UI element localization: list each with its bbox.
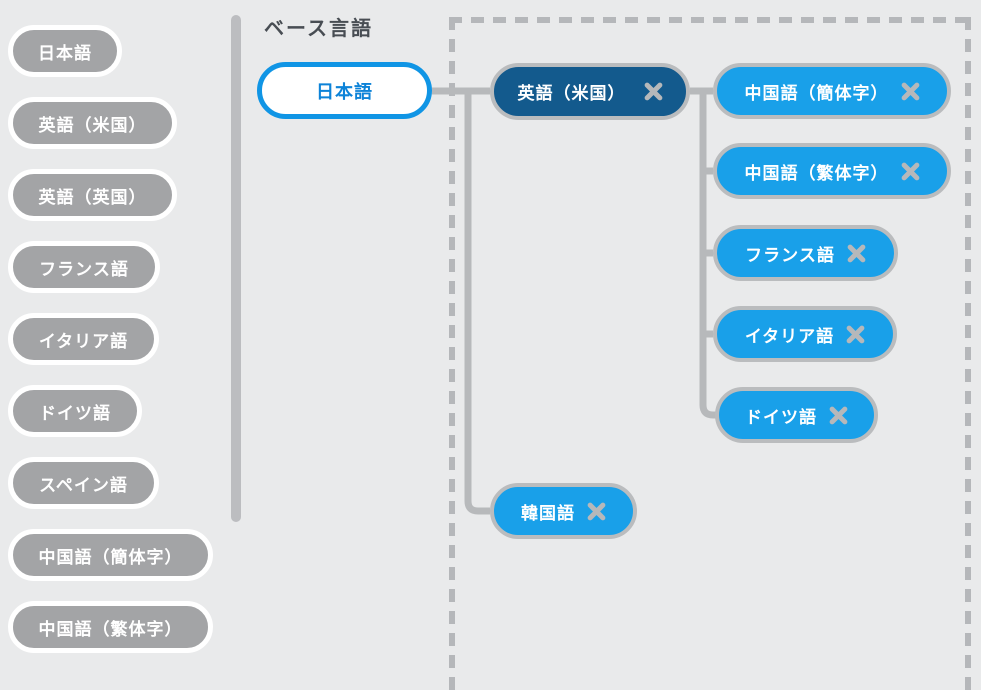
palette-item-label: スペイン語 — [39, 475, 128, 495]
tree-node-label: 英語（米国） — [517, 84, 626, 103]
palette-item-label: 中国語（簡体字） — [38, 547, 183, 567]
palette-item-english-uk[interactable]: 英語（英国） — [8, 169, 177, 221]
palette-item-label: ドイツ語 — [39, 403, 111, 423]
remove-icon[interactable] — [587, 502, 606, 521]
remove-icon[interactable] — [847, 244, 866, 263]
remove-icon[interactable] — [644, 82, 663, 101]
palette-item-label: 英語（米国） — [38, 115, 147, 135]
palette-item-spanish[interactable]: スペイン語 — [8, 457, 159, 509]
palette-item-label: 英語（英国） — [38, 187, 147, 207]
remove-icon[interactable] — [901, 162, 920, 181]
tree-node-english-us[interactable]: 英語（米国） — [490, 63, 690, 120]
tree-node-label: 韓国語 — [521, 503, 575, 523]
base-language-heading: ベース言語 — [264, 18, 373, 40]
palette-item-chinese-simplified[interactable]: 中国語（簡体字） — [8, 529, 213, 581]
palette-item-japanese[interactable]: 日本語 — [8, 25, 122, 77]
remove-icon[interactable] — [846, 325, 865, 344]
palette-item-english-us[interactable]: 英語（米国） — [8, 97, 177, 149]
tree-node-korean[interactable]: 韓国語 — [490, 483, 637, 539]
palette-item-label: イタリア語 — [38, 331, 129, 351]
dropzone-border-left — [449, 17, 455, 690]
dropzone-border-right — [965, 17, 971, 690]
palette-item-label: 中国語（繁体字） — [38, 619, 183, 639]
palette-item-french[interactable]: フランス語 — [8, 241, 160, 293]
connector-english-to-german-trunk — [699, 91, 716, 419]
palette-item-label: フランス語 — [39, 259, 129, 279]
tree-node-french[interactable]: フランス語 — [713, 225, 898, 281]
remove-icon[interactable] — [901, 82, 920, 101]
remove-icon[interactable] — [829, 406, 848, 425]
tree-node-italian[interactable]: イタリア語 — [713, 306, 897, 362]
base-language-pill[interactable]: 日本語 — [257, 62, 432, 119]
tree-node-german[interactable]: ドイツ語 — [715, 387, 878, 443]
palette-item-italian[interactable]: イタリア語 — [8, 313, 159, 365]
palette-item-label: 日本語 — [38, 43, 92, 63]
tree-node-label: 中国語（簡体字） — [744, 83, 889, 103]
tree-node-label: イタリア語 — [744, 326, 835, 346]
dropzone-border-top — [449, 17, 971, 23]
connector-base-to-korean — [464, 91, 490, 515]
tree-node-chinese-simplified[interactable]: 中国語（簡体字） — [713, 63, 951, 119]
tree-node-label: ドイツ語 — [745, 407, 817, 427]
tree-node-label: 中国語（繁体字） — [744, 163, 889, 183]
palette-item-chinese-traditional[interactable]: 中国語（繁体字） — [8, 601, 213, 653]
base-language-label: 日本語 — [316, 81, 373, 102]
palette-scrollbar[interactable] — [231, 15, 241, 522]
tree-node-label: フランス語 — [745, 245, 835, 265]
tree-node-chinese-traditional[interactable]: 中国語（繁体字） — [713, 143, 951, 199]
palette-item-german[interactable]: ドイツ語 — [8, 385, 142, 437]
